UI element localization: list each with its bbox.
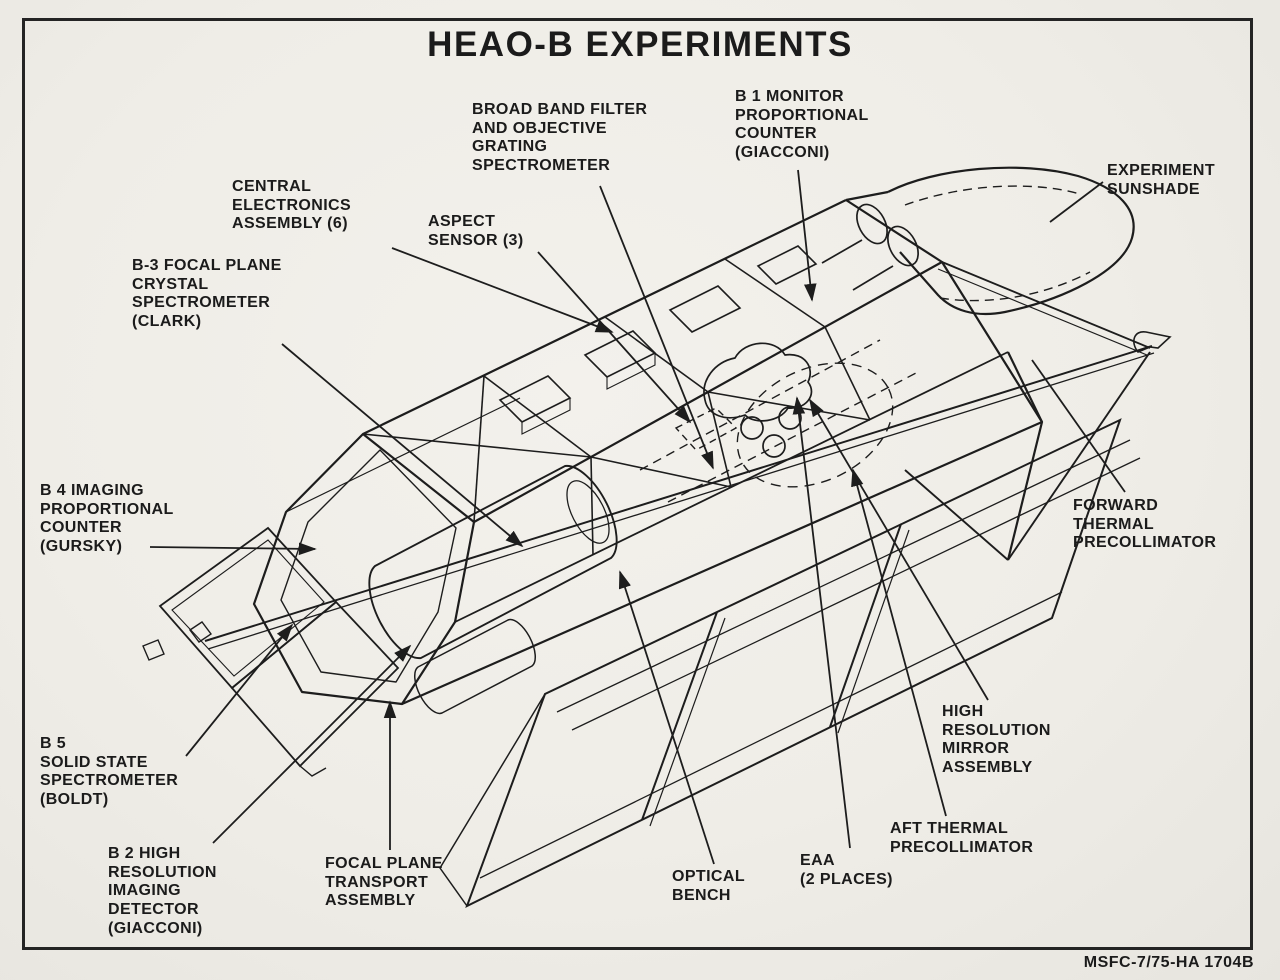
electronics-boxes xyxy=(498,245,818,435)
right-boom xyxy=(904,261,1172,561)
callout-aft-thermal-precollimator: AFT THERMAL PRECOLLIMATOR xyxy=(890,820,1034,856)
callout-focal-plane-transport: FOCAL PLANE TRANSPORT ASSEMBLY xyxy=(325,855,443,910)
callout-optical-bench: OPTICAL BENCH xyxy=(672,868,746,904)
truss-frame xyxy=(252,190,1044,706)
diagram-border xyxy=(22,18,1253,950)
callout-b5-solid-state-spectrometer: B 5 SOLID STATE SPECTROMETER (BOLDT) xyxy=(40,735,179,809)
callout-high-res-mirror-assembly: HIGH RESOLUTION MIRROR ASSEMBLY xyxy=(942,703,1051,777)
callout-b3-crystal-spectrometer: B-3 FOCAL PLANE CRYSTAL SPECTROMETER (CL… xyxy=(132,257,282,331)
aspect-sensor-tubes xyxy=(821,203,919,291)
internal-cylinders xyxy=(368,464,618,715)
truss-lattice xyxy=(285,258,871,556)
aft-panels xyxy=(142,526,400,777)
sunshade-outline xyxy=(887,166,1135,316)
callout-forward-thermal-precollimator: FORWARD THERMAL PRECOLLIMATOR xyxy=(1073,497,1217,552)
callout-b2-imaging-detector: B 2 HIGH RESOLUTION IMAGING DETECTOR (GI… xyxy=(108,845,217,937)
callout-eaa: EAA (2 PLACES) xyxy=(800,852,893,888)
callout-central-electronics: CENTRAL ELECTRONICS ASSEMBLY (6) xyxy=(232,178,352,233)
mirror-assembly-details xyxy=(639,339,919,503)
leader-lines xyxy=(149,169,1126,865)
callout-aspect-sensor: ASPECT SENSOR (3) xyxy=(428,213,524,249)
callout-experiment-sunshade: EXPERIMENT SUNSHADE xyxy=(1107,162,1216,198)
diagram-title: HEAO-B EXPERIMENTS xyxy=(427,25,853,64)
callout-b1-monitor-counter: B 1 MONITOR PROPORTIONAL COUNTER (GIACCO… xyxy=(735,88,869,162)
credit-code: MSFC-7/75-HA 1704B xyxy=(1083,954,1254,971)
bottom-panel-band xyxy=(439,418,1141,909)
callout-b4-imaging-counter: B 4 IMAGING PROPORTIONAL COUNTER (GURSKY… xyxy=(40,482,174,556)
optical-bench-spine xyxy=(188,345,1155,650)
callout-broad-band-filter: BROAD BAND FILTER AND OBJECTIVE GRATING … xyxy=(472,101,648,175)
